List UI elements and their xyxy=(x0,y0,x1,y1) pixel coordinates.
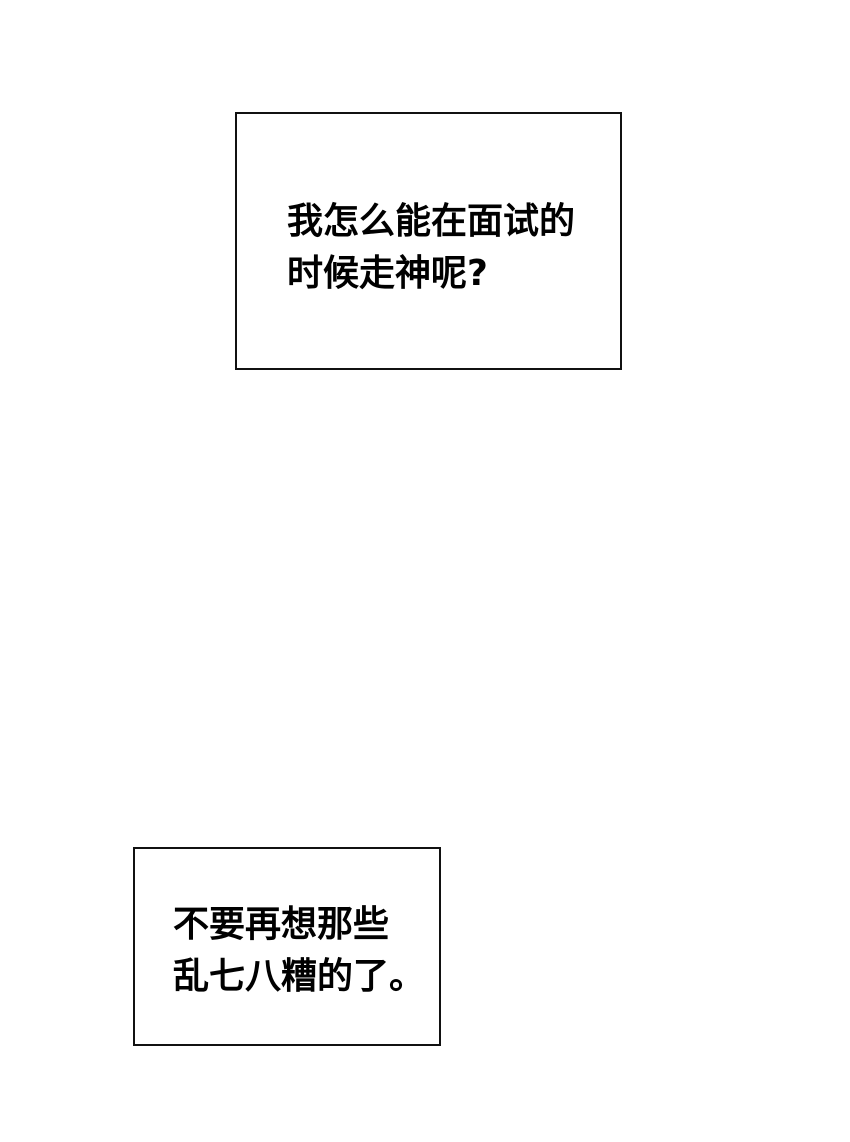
caption-box-top: 我怎么能在面试的 时候走神呢? xyxy=(235,112,622,370)
caption-line: 我怎么能在面试的 xyxy=(287,201,576,242)
caption-line: 不要再想那些 xyxy=(173,904,390,945)
caption-line: 乱七八糟的了。 xyxy=(173,956,426,997)
caption-line: 时候走神呢? xyxy=(287,253,488,294)
caption-box-bottom: 不要再想那些 乱七八糟的了。 xyxy=(133,847,441,1046)
caption-text-bottom: 不要再想那些 乱七八糟的了。 xyxy=(173,899,425,1003)
caption-text-top: 我怎么能在面试的 时候走神呢? xyxy=(287,196,575,300)
